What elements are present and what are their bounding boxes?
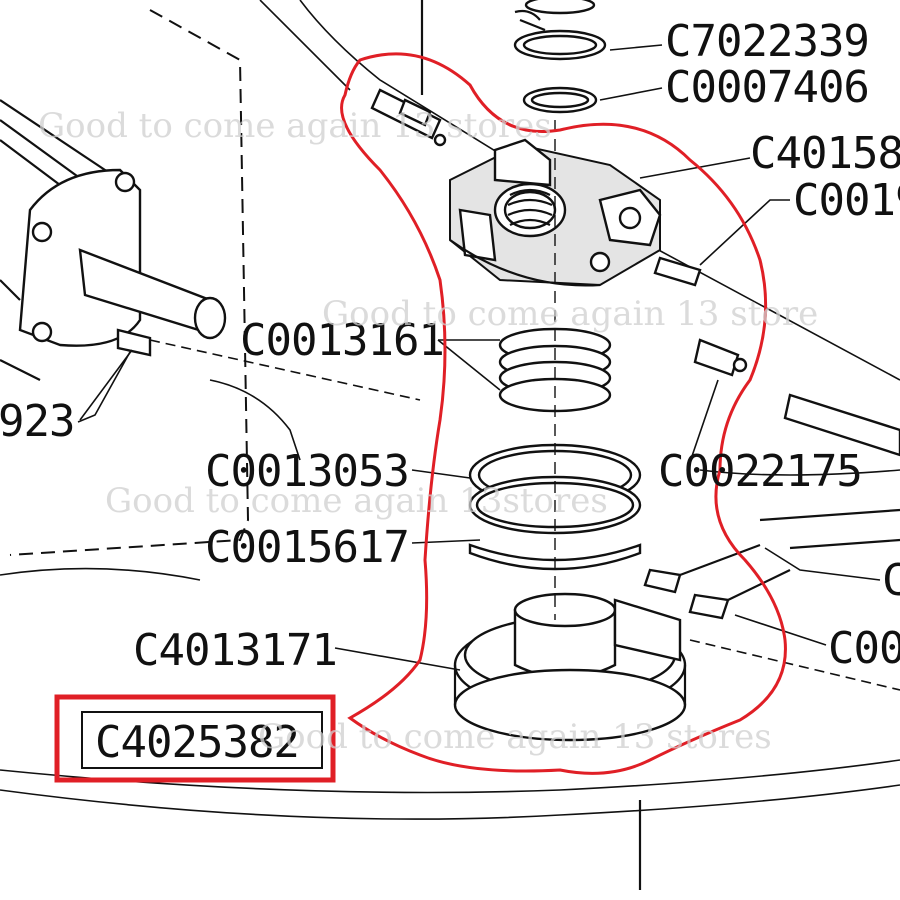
- watermark-text: Good to come again 13 store: [322, 294, 818, 334]
- piston-cup: [453, 592, 687, 742]
- label-c4013171: C4013171: [133, 625, 337, 676]
- watermark-text: Good to come again 13stores: [105, 481, 608, 521]
- label-partial-c00: C00: [828, 623, 900, 674]
- label-c0015617: C0015617: [205, 522, 409, 573]
- label-c7022339: C7022339: [665, 16, 869, 67]
- label-c0022175: C0022175: [658, 446, 862, 497]
- highlight-part-box: [54, 694, 336, 783]
- label-c0013053: C0013053: [205, 446, 409, 497]
- label-c4025382: C4025382: [95, 717, 299, 768]
- leader-lines: [77, 44, 881, 671]
- fittings-right: [643, 256, 900, 620]
- watermark-text: Good to come again 13 stores: [38, 106, 552, 146]
- label-923: 923: [0, 396, 74, 447]
- label-c0019: C0019: [793, 175, 900, 226]
- watermark-text: Good to come again 13 stores: [258, 717, 772, 757]
- hose-fitting-top: [370, 0, 447, 147]
- label-c0013161: C0013161: [240, 315, 444, 366]
- motor-assembly-illustration: [0, 99, 301, 461]
- label-c40158: C40158: [750, 128, 900, 179]
- top-seal-rings: [513, 0, 607, 114]
- part-number-frame: [81, 711, 323, 769]
- label-partial-c: C: [882, 555, 900, 606]
- highlight-assembly-outline: [340, 52, 787, 775]
- label-c0007406: C0007406: [665, 62, 869, 113]
